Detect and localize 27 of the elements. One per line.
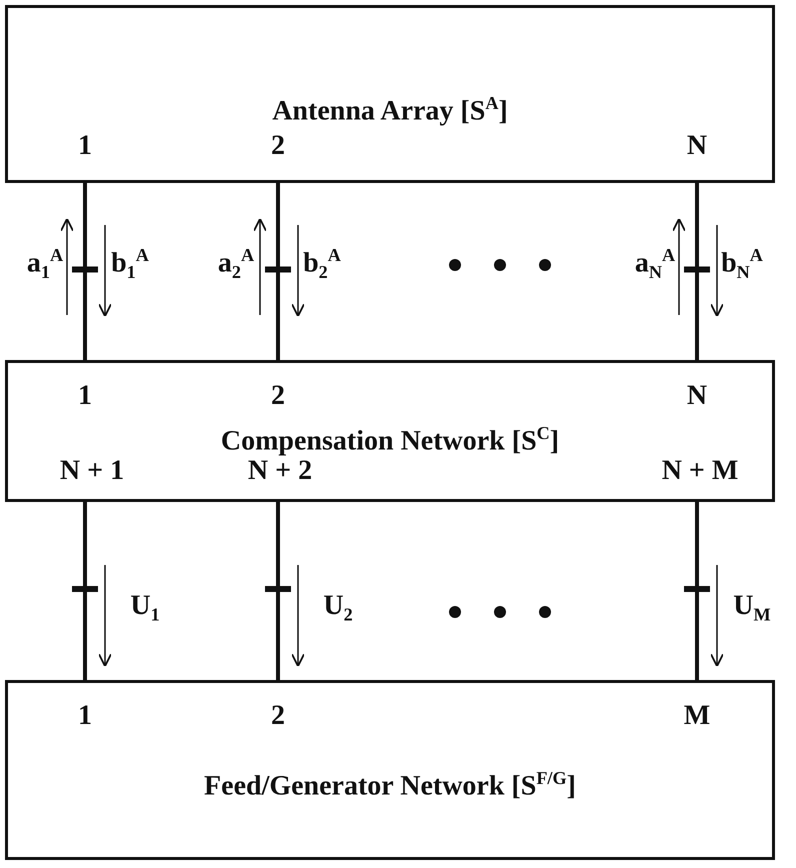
port-number: 1 <box>78 130 92 162</box>
port-number: N <box>686 380 708 412</box>
port-number: M <box>684 700 710 732</box>
network-title: Feed/Generator Network [S$^{F/G}$] <box>203 768 577 802</box>
network-box <box>5 680 775 860</box>
port-line <box>695 183 699 360</box>
port-number: N + 1 <box>60 455 124 487</box>
port-line <box>83 183 87 360</box>
port-number: N <box>686 130 708 162</box>
port-number: 1 <box>78 700 92 732</box>
port-line <box>276 183 280 360</box>
network-box <box>5 5 775 183</box>
port-number: 2 <box>271 130 285 162</box>
network-title: Antenna Array [S$^{A}$] <box>271 93 509 128</box>
network-title: Compensation Network [S$^{C}$] <box>220 423 560 458</box>
port-number: 2 <box>271 700 285 732</box>
port-number: 1 <box>78 380 92 412</box>
port-line <box>695 502 699 680</box>
port-number: N + M <box>662 455 738 487</box>
current-label: U$_{2}$ <box>323 590 353 626</box>
port-line <box>83 502 87 680</box>
network-box <box>5 360 775 502</box>
port-number: 2 <box>271 380 285 412</box>
current-label: U$_{1}$ <box>130 590 160 626</box>
current-label: U$_{M}$ <box>733 590 771 626</box>
port-number: N + 2 <box>248 455 312 487</box>
port-line <box>276 502 280 680</box>
